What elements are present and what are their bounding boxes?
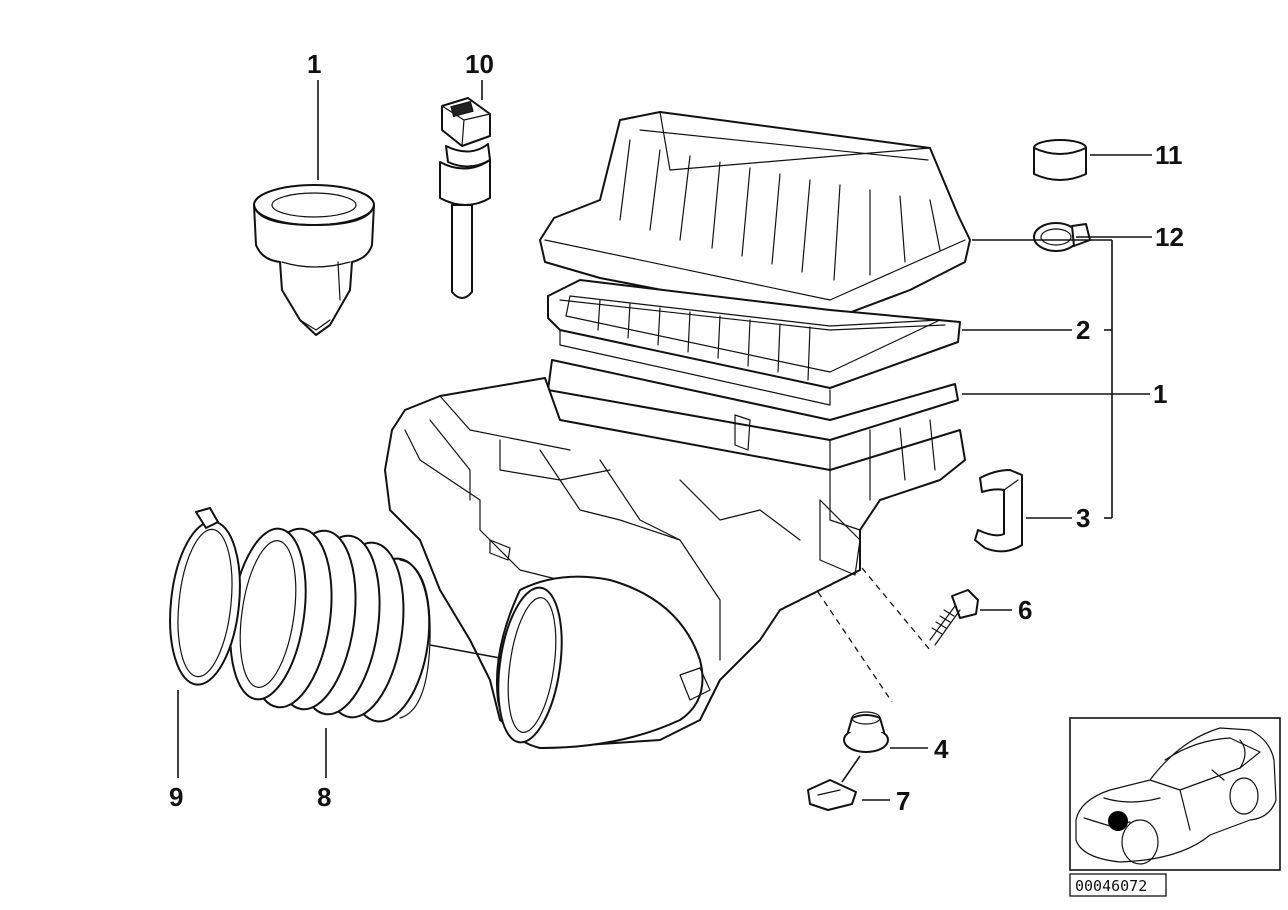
part-10-temperature-sensor[interactable] <box>439 97 491 299</box>
callout-8: 8 <box>317 782 331 812</box>
callout-5: 1 <box>307 49 321 79</box>
callout-7: 7 <box>896 786 910 816</box>
part-3-bracket[interactable] <box>974 469 1023 553</box>
part-2-filter-element[interactable] <box>547 279 961 406</box>
part-9-hose-clamp[interactable] <box>163 507 248 688</box>
part-8-bellows[interactable] <box>220 523 439 726</box>
drawing-number-box: 00046072 <box>1069 873 1167 897</box>
vehicle-locator-inset <box>1069 717 1281 871</box>
leader-8-connect <box>429 644 501 659</box>
part-11-sleeve[interactable] <box>1033 139 1087 181</box>
drawing-number: 00046072 <box>1075 877 1147 895</box>
part-7-clip-nut[interactable] <box>807 779 857 811</box>
location-marker <box>1108 811 1128 831</box>
outlet-elbow[interactable] <box>489 575 711 749</box>
callout-9: 9 <box>169 782 183 812</box>
callout-12: 12 <box>1155 222 1184 252</box>
leader-7a <box>841 755 861 783</box>
part-4-rubber-mount[interactable] <box>843 711 889 753</box>
callout-4: 4 <box>934 734 949 764</box>
part-5-intake-funnel[interactable] <box>253 184 375 336</box>
leader-6-dashed <box>861 567 931 651</box>
callout-2: 2 <box>1076 315 1090 345</box>
callout-1: 1 <box>1153 379 1167 409</box>
part-2-upper-housing[interactable] <box>539 111 971 321</box>
callout-3: 3 <box>1076 503 1090 533</box>
callout-10: 10 <box>465 49 494 79</box>
callout-6: 6 <box>1018 595 1032 625</box>
leader-4-dashed <box>817 591 893 703</box>
callout-11: 11 <box>1155 140 1183 170</box>
part-6-screw[interactable] <box>929 589 979 646</box>
